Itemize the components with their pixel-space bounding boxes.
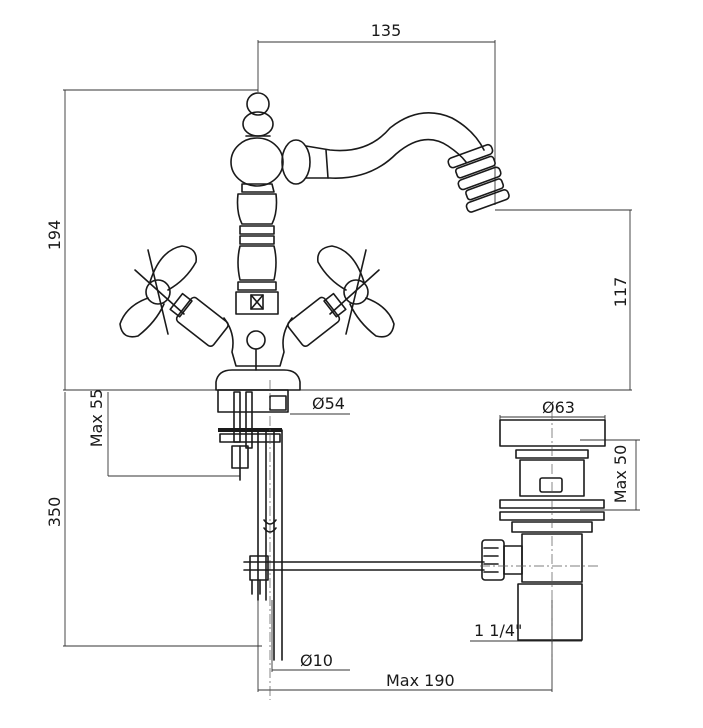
dim-max-50: Max 50 [611,445,630,504]
faucet-body [215,92,301,391]
dim-diam-54: Ø54 [312,394,345,413]
dimension-lines [63,40,640,692]
dim-thread: 1 1/4" [474,621,522,640]
dim-350: 350 [45,497,64,528]
dimension-labels: 135 194 117 Max 55 Ø54 Ø63 Max 50 350 1 … [45,21,630,690]
right-cross-handle [287,245,395,348]
pop-up-waste [480,410,606,660]
dim-135: 135 [371,21,402,40]
dim-117: 117 [611,277,630,308]
dim-diam-63: Ø63 [542,398,575,417]
dim-194: 194 [45,220,64,251]
mounting-shank [217,380,485,700]
left-cross-handle [119,245,229,348]
dim-max-55: Max 55 [87,389,106,448]
dim-max-190: Max 190 [386,671,455,690]
spout [281,112,510,213]
dim-diam-10: Ø10 [300,651,333,670]
